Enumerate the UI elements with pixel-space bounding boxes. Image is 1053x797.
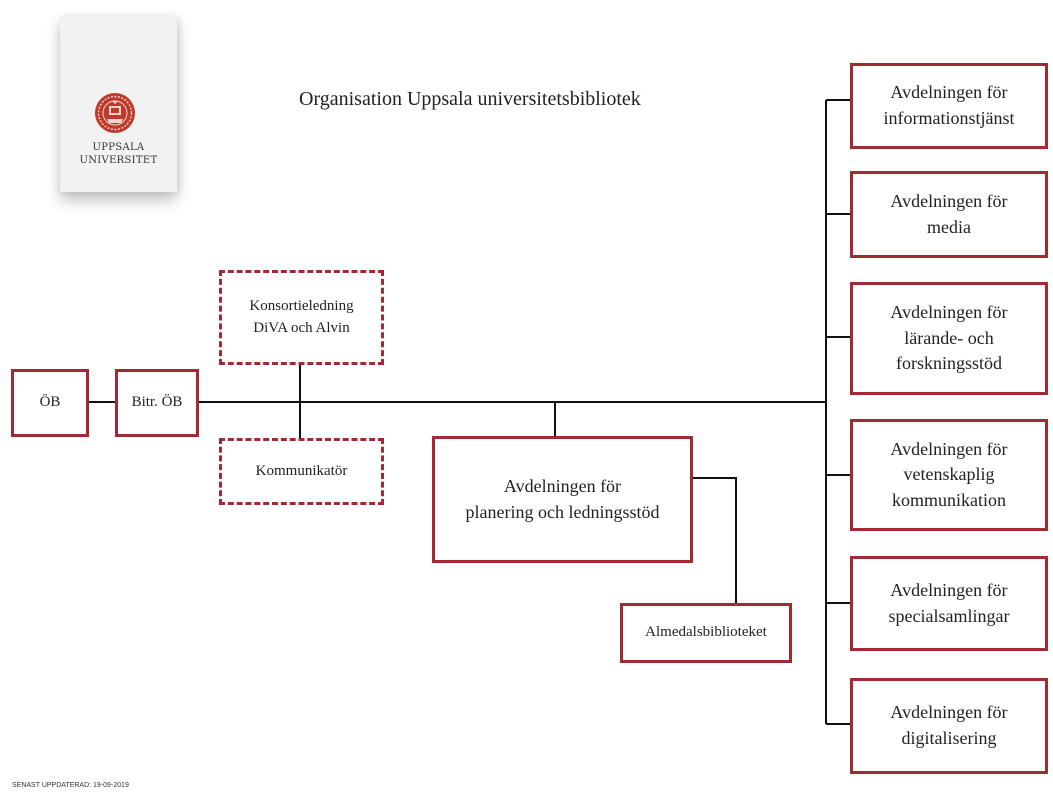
department-label: Avdelningen för vetenskaplig kommunikati… [890, 438, 1008, 510]
department-label: Avdelningen för specialsamlingar [888, 579, 1010, 626]
planering-box: Avdelningen för planering och ledningsst… [432, 436, 693, 563]
kommunikator-box: Kommunikatör [219, 438, 384, 505]
logo-line-1: UPPSALA [92, 142, 145, 153]
ob-label: ÖB [39, 394, 61, 411]
department-label: Avdelningen för informationstjänst [883, 82, 1015, 128]
department-box: Avdelningen för media [850, 171, 1048, 258]
bitr-ob-box: Bitr. ÖB [115, 369, 199, 437]
uppsala-university-logo: UPPSALA UNIVERSITET [60, 16, 177, 192]
department-box: Avdelningen för vetenskaplig kommunikati… [850, 419, 1048, 531]
logo-line-2: UNIVERSITET [79, 155, 158, 166]
almedal-label: Almedalsbiblioteket [645, 624, 767, 641]
konsortieledning-box: Konsortieledning DiVA och Alvin [219, 270, 384, 365]
department-label: Avdelningen för media [890, 190, 1008, 237]
department-box: Avdelningen för informationstjänst [850, 63, 1048, 149]
kommunikator-label: Kommunikatör [255, 462, 348, 479]
department-box: Avdelningen för lärande- och forskningss… [850, 282, 1048, 395]
last-updated-note: SENAST UPPDATERAD: 19-09-2019 [12, 782, 129, 789]
department-label: Avdelningen för lärande- och forskningss… [890, 302, 1008, 374]
page-title: Organisation Uppsala universitetsbibliot… [299, 88, 641, 110]
almedal-box: Almedalsbiblioteket [620, 603, 792, 663]
konsortieledning-label: Konsortieledning DiVA och Alvin [249, 298, 354, 336]
planering-label: Avdelningen för planering och ledningsst… [465, 475, 660, 522]
bitr-ob-label: Bitr. ÖB [131, 394, 183, 411]
department-box: Avdelningen för digitalisering [850, 678, 1048, 774]
uppsala-university-seal-icon [95, 93, 135, 133]
ob-box: ÖB [11, 369, 89, 437]
department-label: Avdelningen för digitalisering [890, 702, 1008, 748]
department-box: Avdelningen för specialsamlingar [850, 556, 1048, 651]
